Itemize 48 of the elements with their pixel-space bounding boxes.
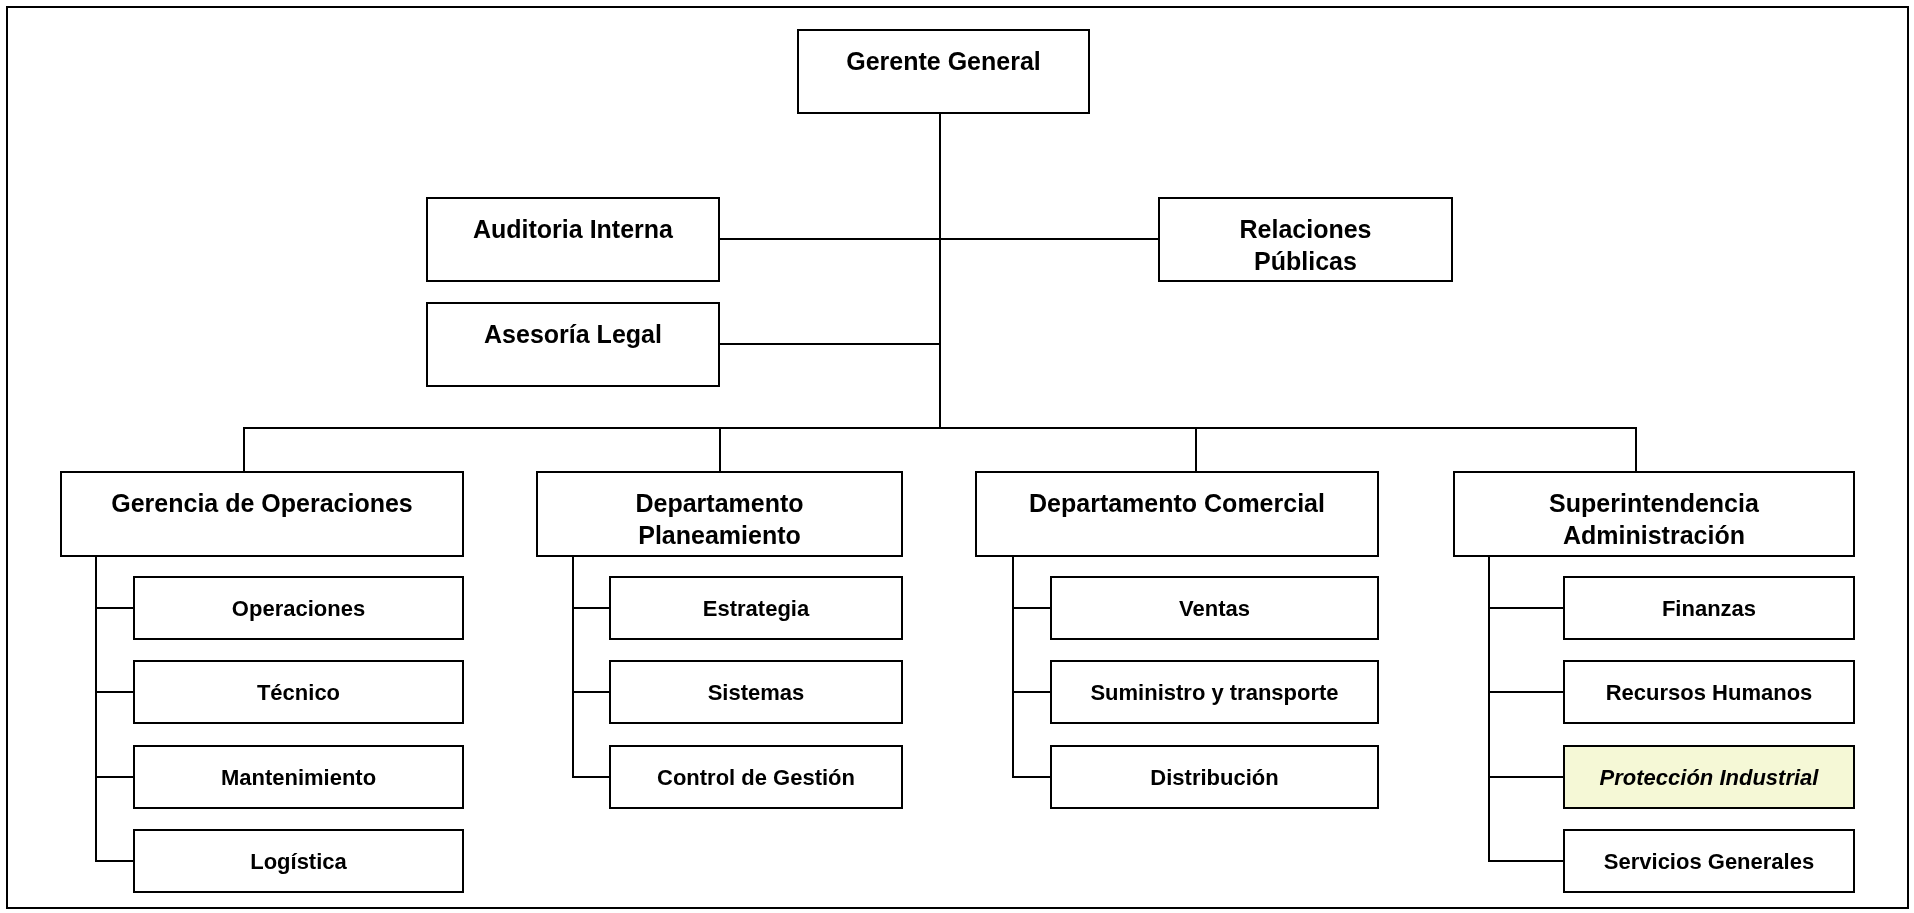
box-label: Suministro y transporte [1090,678,1339,707]
box-label: Asesoría Legal [484,319,662,350]
box-label: Protección Industrial [1599,763,1819,792]
connector-line [95,556,134,862]
connector-line [1012,556,1051,778]
org-box [426,302,720,387]
box-label: Auditoria Interna [473,214,673,245]
org-box [133,829,464,893]
box-label: Departamento Comercial [1029,488,1325,519]
box-label: Control de Gestión [657,763,855,792]
org-box [609,660,903,724]
org-box [426,197,720,282]
org-box [975,471,1379,557]
org-box [1050,745,1379,809]
org-box [133,576,464,640]
connector-line [572,556,610,778]
box-label: Gerente General [846,46,1041,77]
org-box [1563,660,1855,724]
box-label: Operaciones [231,594,366,623]
org-box [1563,745,1855,809]
org-box [60,471,464,557]
org-box [133,660,464,724]
box-label: Servicios Generales [1603,847,1815,876]
org-box [609,576,903,640]
box-label: Gerencia de Operaciones [111,488,413,519]
box-label: Distribución [1150,763,1279,792]
box-label: Departamento Planeamiento [634,488,805,551]
box-label: Finanzas [1661,594,1757,623]
box-label: Relaciones Públicas [1238,214,1373,277]
org-box [536,471,903,557]
box-label: Superintendencia Administración [1548,488,1760,551]
org-box [609,745,903,809]
org-box [1158,197,1453,282]
box-label: Recursos Humanos [1605,678,1813,707]
org-box [1050,576,1379,640]
box-label: Sistemas [707,678,805,707]
box-label: Logística [250,847,347,876]
org-box [133,745,464,809]
box-label: Ventas [1179,594,1250,623]
org-box [1050,660,1379,724]
org-box [1453,471,1855,557]
org-box [797,29,1090,114]
connector-line [1488,556,1564,862]
box-label: Estrategia [702,594,810,623]
org-box [1563,829,1855,893]
org-box [1563,576,1855,640]
box-label: Mantenimiento [220,763,377,792]
box-label: Técnico [256,678,341,707]
